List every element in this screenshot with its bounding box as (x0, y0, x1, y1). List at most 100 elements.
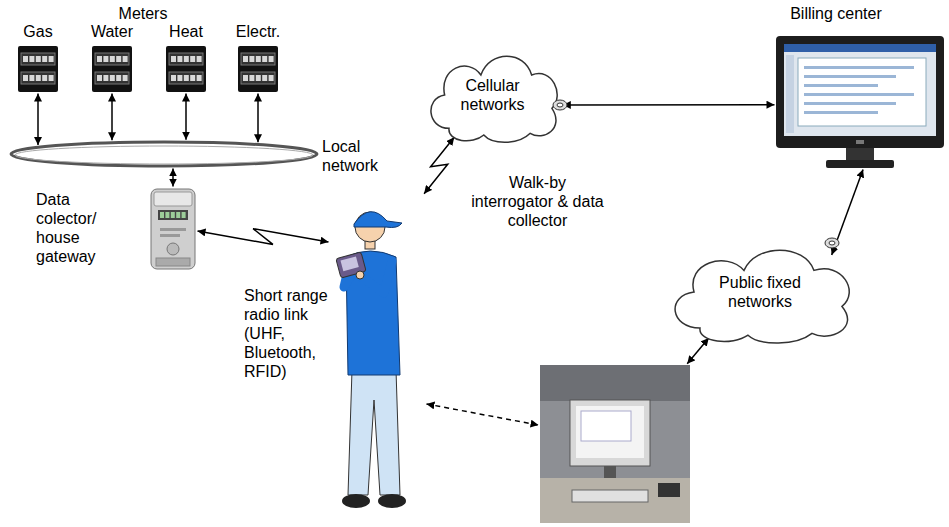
meter-display (241, 72, 275, 84)
window-row (804, 84, 878, 87)
meter-body (92, 46, 132, 92)
network-ring-inner (15, 146, 313, 164)
cubicle-shelf (540, 365, 690, 401)
meter-digit (184, 75, 189, 81)
meter-digit (171, 56, 176, 62)
monitor-screen (576, 406, 644, 458)
meter-case (238, 46, 278, 92)
node-label: Walk-by interrogator & data collector (470, 173, 605, 230)
meter-digit (249, 75, 254, 81)
window-row (804, 66, 914, 69)
window-row (804, 93, 914, 96)
window-pane (581, 411, 631, 441)
gateway-button (167, 243, 179, 255)
data-link (172, 168, 174, 186)
meter-digit (177, 56, 182, 62)
data-link (37, 94, 39, 146)
meter-digit (123, 75, 128, 81)
meter-digit (23, 75, 28, 81)
monitor-bezel (776, 36, 944, 148)
meter-digit (256, 75, 261, 81)
antenna-ring (553, 100, 567, 110)
meter-digit (36, 56, 41, 62)
text-frame: Data colector/ house gateway (36, 190, 120, 266)
meter-body (238, 46, 278, 92)
cloud-shape (675, 250, 849, 343)
person-shoe (342, 494, 370, 508)
text-holder: Electr. (228, 22, 288, 42)
gateway-digit (176, 212, 180, 218)
text-holder: Data colector/ house gateway (36, 190, 120, 266)
text-frame: Public fixed networks (660, 238, 860, 346)
person-cap (354, 212, 402, 228)
node-label: Local network (322, 137, 402, 175)
meter-digit (110, 75, 115, 81)
monitor-logo (856, 140, 864, 144)
meter-body (18, 46, 58, 92)
meter-digit (262, 75, 267, 81)
meter-digit (103, 56, 108, 62)
monitor-base (826, 160, 894, 168)
gateway-digit (182, 212, 186, 218)
meter-digit (36, 75, 41, 81)
office-computer-drawing (540, 365, 690, 523)
meter-digit (256, 56, 261, 62)
text-holder: Local network (322, 137, 402, 175)
meter-icon: Water (82, 22, 142, 92)
meter-case (166, 46, 206, 92)
meter-digit (249, 56, 254, 62)
meter-digit (171, 75, 176, 81)
dashed-link (426, 404, 538, 425)
group-heading-frame: Meters (98, 4, 188, 23)
handheld-screen (340, 256, 358, 271)
office-computer (540, 365, 690, 523)
text-holder: Billing center (771, 4, 901, 23)
walk-by-person: Walk-by interrogator & data collector (330, 195, 425, 520)
meter-digit (42, 75, 47, 81)
meter-digit (190, 56, 195, 62)
network-ring: Local network (10, 141, 318, 167)
meter-case (18, 46, 58, 92)
billing-monitor: Billing center (776, 36, 944, 168)
meter-digit (42, 56, 47, 62)
meter-label: Gas (23, 22, 52, 42)
monitor-stand (846, 148, 874, 160)
meter-display (169, 72, 203, 84)
meter-digit (243, 56, 248, 62)
cloud-shape (431, 56, 557, 142)
meter-display (21, 72, 55, 84)
keyboard (572, 490, 648, 502)
data-link (687, 338, 709, 364)
meter-digit (262, 56, 267, 62)
data-link (257, 94, 259, 143)
meter-digit (269, 75, 274, 81)
monitor-screen (784, 44, 936, 136)
text-holder: Cellular networks (448, 76, 538, 114)
gateway-plate (160, 234, 180, 237)
gateway-meter-drawing (150, 188, 196, 270)
meter-digit (103, 75, 108, 81)
cloud-outline (431, 56, 557, 142)
text-holder: Walk-by interrogator & data collector (470, 173, 605, 230)
desk-top (540, 478, 690, 523)
meter-digit (243, 75, 248, 81)
text-holder: Water (82, 22, 142, 42)
meter-display (169, 53, 203, 65)
antenna-core (829, 241, 835, 245)
window-row (804, 102, 896, 105)
meter-digit (197, 75, 202, 81)
meter-display (241, 53, 275, 65)
meter-digit (23, 56, 28, 62)
network-ring-drawing (10, 141, 318, 167)
data-link (563, 104, 775, 106)
meter-digit (123, 56, 128, 62)
radio-link (424, 137, 454, 193)
text-frame: Cellular networks (420, 45, 565, 145)
text-holder: Heat (156, 22, 216, 42)
link-label-frame: Short range radio link (UHF, Bluetooth, … (244, 286, 338, 381)
text-holder: Gas (8, 22, 68, 42)
group-heading: Meters (98, 4, 188, 23)
node-label: Cellular networks (448, 76, 538, 114)
node-label: Public fixed networks (710, 273, 810, 311)
